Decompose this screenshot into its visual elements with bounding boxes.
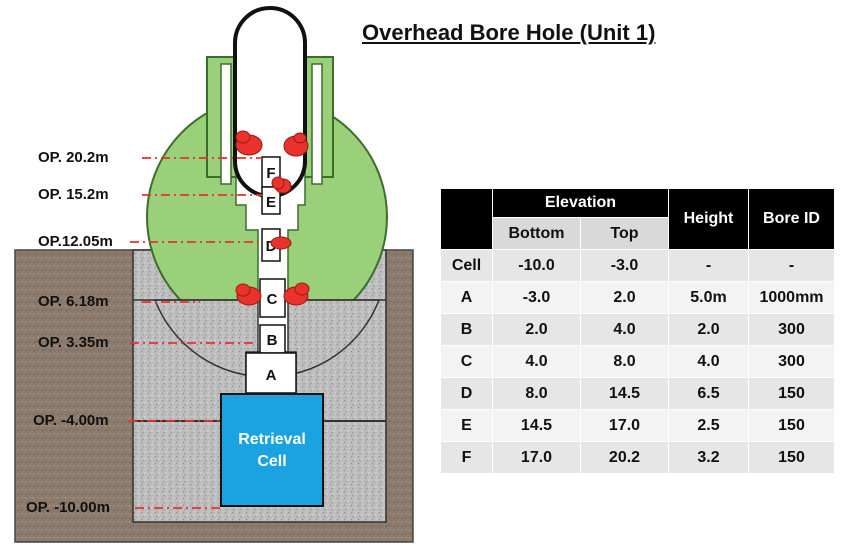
table-row: Cell -10.0 -3.0 - - bbox=[440, 249, 835, 282]
row-bore-id: 150 bbox=[748, 377, 835, 410]
op-leader-lines bbox=[128, 157, 262, 509]
cell-letter-d: D bbox=[266, 238, 277, 255]
row-top: 2.0 bbox=[580, 281, 669, 314]
row-height: 2.0 bbox=[668, 313, 749, 346]
row-bore-id: 300 bbox=[748, 313, 835, 346]
row-name: E bbox=[440, 409, 493, 442]
row-height: 5.0m bbox=[668, 281, 749, 314]
retrieval-cell-label-1: Retrieval bbox=[238, 431, 306, 448]
row-name: Cell bbox=[440, 249, 493, 282]
table-row: F 17.0 20.2 3.2 150 bbox=[440, 441, 835, 474]
row-top: -3.0 bbox=[580, 249, 669, 282]
row-top: 14.5 bbox=[580, 377, 669, 410]
op-label-6-18: OP. 6.18m bbox=[38, 293, 109, 310]
table-row: E 14.5 17.0 2.5 150 bbox=[440, 409, 835, 442]
row-top: 4.0 bbox=[580, 313, 669, 346]
row-bottom: 2.0 bbox=[492, 313, 581, 346]
op-label-15-2: OP. 15.2m bbox=[38, 186, 109, 203]
row-height: 4.0 bbox=[668, 345, 749, 378]
row-height: - bbox=[668, 249, 749, 282]
row-bottom: 4.0 bbox=[492, 345, 581, 378]
cell-box-e bbox=[261, 186, 281, 215]
row-bottom: -10.0 bbox=[492, 249, 581, 282]
table-row: B 2.0 4.0 2.0 300 bbox=[440, 313, 835, 346]
table-row: D 8.0 14.5 6.5 150 bbox=[440, 377, 835, 410]
row-bottom: -3.0 bbox=[492, 281, 581, 314]
row-height: 6.5 bbox=[668, 377, 749, 410]
row-top: 8.0 bbox=[580, 345, 669, 378]
bore-hole-diagram: Retrieval Cell F E D C B A bbox=[14, 6, 414, 543]
row-bottom: 8.0 bbox=[492, 377, 581, 410]
row-bore-id: 300 bbox=[748, 345, 835, 378]
cell-box-a bbox=[245, 352, 297, 394]
cell-letter-b: B bbox=[267, 332, 278, 349]
row-height: 2.5 bbox=[668, 409, 749, 442]
table-row: C 4.0 8.0 4.0 300 bbox=[440, 345, 835, 378]
row-height: 3.2 bbox=[668, 441, 749, 474]
cell-letter-f: F bbox=[266, 165, 275, 182]
row-name: C bbox=[440, 345, 493, 378]
cell-box-c bbox=[259, 278, 286, 318]
row-top: 20.2 bbox=[580, 441, 669, 474]
height-header: Height bbox=[668, 188, 749, 250]
bottom-header: Bottom bbox=[492, 217, 581, 250]
elevation-header: Elevation bbox=[492, 188, 669, 218]
row-name: B bbox=[440, 313, 493, 346]
op-label-3-35: OP. 3.35m bbox=[38, 334, 109, 351]
cell-letter-c: C bbox=[267, 291, 278, 308]
row-bore-id: 150 bbox=[748, 441, 835, 474]
table-row: A -3.0 2.0 5.0m 1000mm bbox=[440, 281, 835, 314]
page-title: Overhead Bore Hole (Unit 1) bbox=[362, 20, 656, 45]
retrieval-cell-label-2: Cell bbox=[257, 453, 286, 470]
retrieval-cell bbox=[220, 393, 324, 507]
row-bore-id: 1000mm bbox=[748, 281, 835, 314]
row-top: 17.0 bbox=[580, 409, 669, 442]
op-label-neg-4: OP. -4.00m bbox=[33, 412, 109, 429]
cell-box-b bbox=[259, 324, 286, 354]
table-corner-header bbox=[440, 188, 493, 250]
op-label-neg-10: OP. -10.00m bbox=[26, 499, 110, 516]
row-bore-id: - bbox=[748, 249, 835, 282]
op-label-12-05: OP.12.05m bbox=[38, 233, 113, 250]
top-header: Top bbox=[580, 217, 669, 250]
row-bottom: 17.0 bbox=[492, 441, 581, 474]
cell-letter-a: A bbox=[266, 367, 277, 384]
row-name: A bbox=[440, 281, 493, 314]
cell-letter-e: E bbox=[266, 194, 276, 211]
row-name: F bbox=[440, 441, 493, 474]
red-contamination bbox=[235, 130, 310, 306]
op-label-20-2: OP. 20.2m bbox=[38, 149, 109, 166]
bore-data-table: Elevation Height Bore ID Bottom Top Cell… bbox=[440, 188, 835, 474]
row-bore-id: 150 bbox=[748, 409, 835, 442]
row-name: D bbox=[440, 377, 493, 410]
bore-id-header: Bore ID bbox=[748, 188, 835, 250]
row-bottom: 14.5 bbox=[492, 409, 581, 442]
